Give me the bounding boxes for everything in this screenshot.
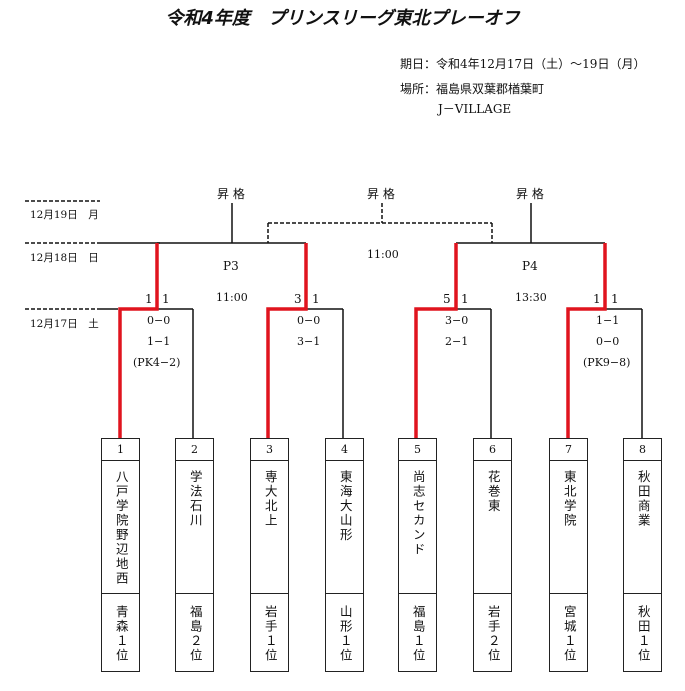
match1-half1: 0−0 (147, 314, 171, 327)
team-name: 東海大山形 (337, 470, 353, 543)
team-seed: 4 (326, 439, 363, 461)
match4-half2: 0−0 (596, 335, 620, 348)
team-name-cell: 秋田商業 (624, 462, 661, 594)
p3-label: P3 (223, 259, 239, 273)
team-name: 八戸学院野辺地西 (113, 470, 129, 586)
team-seed: 8 (624, 439, 661, 461)
match3-half1: 3−0 (445, 314, 469, 327)
match4-score-left: 1 (593, 292, 601, 306)
team-box-4: 4 東海大山形 山形１位 (325, 438, 364, 672)
event-venue: 場所：福島県双葉郡楢葉町 (400, 82, 545, 96)
match1-half2: 1−1 (147, 335, 171, 348)
winner-path-team5 (414, 243, 458, 438)
winner-paths (118, 243, 607, 438)
team-name-cell: 専大北上 (251, 462, 288, 594)
match1-score-right: 1 (162, 292, 170, 306)
team-pref: 福島２位 (187, 605, 203, 663)
team-pref-cell: 岩手２位 (474, 595, 511, 671)
team-pref: 青森１位 (113, 605, 129, 663)
promotion-label-final: 昇 格 (367, 187, 395, 201)
team-box-8: 8 秋田商業 秋田１位 (623, 438, 662, 672)
p4-label: P4 (522, 259, 538, 273)
team-box-3: 3 専大北上 岩手１位 (250, 438, 289, 672)
event-venue-name: J－VILLAGE (438, 102, 512, 116)
team-name-cell: 学法石川 (176, 462, 213, 594)
team-name-cell: 東海大山形 (326, 462, 363, 594)
team-seed: 5 (399, 439, 436, 461)
team-pref-cell: 宮城１位 (550, 595, 587, 671)
promotion-label-p4: 昇 格 (516, 187, 544, 201)
match3-score-left: 5 (443, 292, 451, 306)
bracket-lines (157, 203, 643, 438)
team-pref: 福島１位 (410, 605, 426, 663)
team-pref: 岩手１位 (262, 605, 278, 663)
team-name-cell: 花巻東 (474, 462, 511, 594)
team-box-7: 7 東北学院 宮城１位 (549, 438, 588, 672)
date-label-19: 12月19日 月 (30, 209, 99, 221)
p3-time: 11:00 (216, 291, 248, 304)
promotion-label-p3: 昇 格 (217, 187, 245, 201)
match2-half1: 0−0 (297, 314, 321, 327)
team-pref-cell: 福島１位 (399, 595, 436, 671)
date-label-17: 12月17日 土 (30, 318, 99, 330)
final-time: 11:00 (367, 248, 399, 261)
match2-score-right: 1 (312, 292, 320, 306)
match2-score-left: 3 (294, 292, 302, 306)
team-name: 花巻東 (485, 470, 501, 514)
winner-path-team3 (266, 243, 308, 438)
team-pref: 秋田１位 (635, 605, 651, 663)
date-rows (25, 200, 160, 310)
team-pref-cell: 岩手１位 (251, 595, 288, 671)
team-name-cell: 東北学院 (550, 462, 587, 594)
winner-path-team1 (118, 243, 159, 438)
match3-score-right: 1 (461, 292, 469, 306)
team-seed: 1 (102, 439, 139, 461)
page-title: 令和4年度 プリンスリーグ東北プレーオフ (165, 8, 520, 29)
match2-half2: 3−1 (297, 335, 321, 348)
team-name: 専大北上 (262, 470, 278, 528)
final-connector (267, 203, 493, 243)
match1-pk: (PK4−2) (133, 356, 181, 369)
team-seed: 2 (176, 439, 213, 461)
team-pref-cell: 青森１位 (102, 595, 139, 671)
team-name: 秋田商業 (635, 470, 651, 528)
team-box-5: 5 尚志セカンド 福島１位 (398, 438, 437, 672)
team-pref: 岩手２位 (485, 605, 501, 663)
team-name: 学法石川 (187, 470, 203, 528)
event-period: 期日：令和4年12月17日（土）～19日（月） (400, 57, 646, 71)
team-name-cell: 八戸学院野辺地西 (102, 462, 139, 594)
match3-half2: 2−1 (445, 335, 469, 348)
team-pref: 山形１位 (337, 605, 353, 663)
team-box-1: 1 八戸学院野辺地西 青森１位 (101, 438, 140, 672)
team-pref-cell: 山形１位 (326, 595, 363, 671)
winner-path-team7 (566, 243, 607, 438)
team-pref-cell: 秋田１位 (624, 595, 661, 671)
team-name: 東北学院 (561, 470, 577, 528)
date-label-18: 12月18日 日 (30, 252, 99, 264)
team-pref-cell: 福島２位 (176, 595, 213, 671)
team-seed: 3 (251, 439, 288, 461)
team-seed: 6 (474, 439, 511, 461)
match4-half1: 1−1 (596, 314, 620, 327)
team-seed: 7 (550, 439, 587, 461)
team-box-2: 2 学法石川 福島２位 (175, 438, 214, 672)
match1-score-left: 1 (145, 292, 153, 306)
team-pref: 宮城１位 (561, 605, 577, 663)
p4-time: 13:30 (515, 291, 547, 304)
match4-pk: (PK9−8) (583, 356, 631, 369)
team-name-cell: 尚志セカンド (399, 462, 436, 594)
team-name: 尚志セカンド (410, 470, 426, 557)
team-box-6: 6 花巻東 岩手２位 (473, 438, 512, 672)
match4-score-right: 1 (611, 292, 619, 306)
